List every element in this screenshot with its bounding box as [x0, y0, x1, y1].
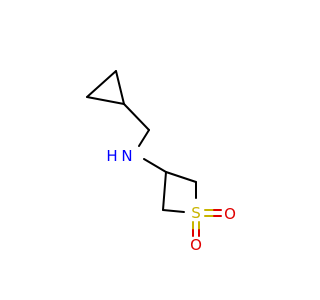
bond-cp-ch2: [123, 103, 150, 131]
bond-c3-c2: [165, 171, 197, 183]
molecule-canvas: H N S O O: [86, 70, 236, 254]
atom-label-o-bottom: O: [190, 236, 202, 254]
bond-c4-s: [162, 209, 185, 213]
bond-cp-left-right: [86, 96, 125, 105]
bond-c3-c4: [162, 171, 167, 211]
atom-label-s: S: [191, 204, 201, 222]
atom-label-o-right: O: [224, 205, 236, 223]
atom-label-h: H: [106, 147, 117, 165]
bond-cp-top-left: [86, 70, 117, 98]
atom-nh: H N: [106, 147, 132, 165]
bond-ch2-n: [138, 129, 150, 147]
bond-cp-right-top: [115, 70, 125, 105]
atom-label-n: N: [121, 147, 132, 165]
bond-n-c3: [143, 158, 167, 173]
structure-diagram: H N S O O: [86, 70, 236, 254]
